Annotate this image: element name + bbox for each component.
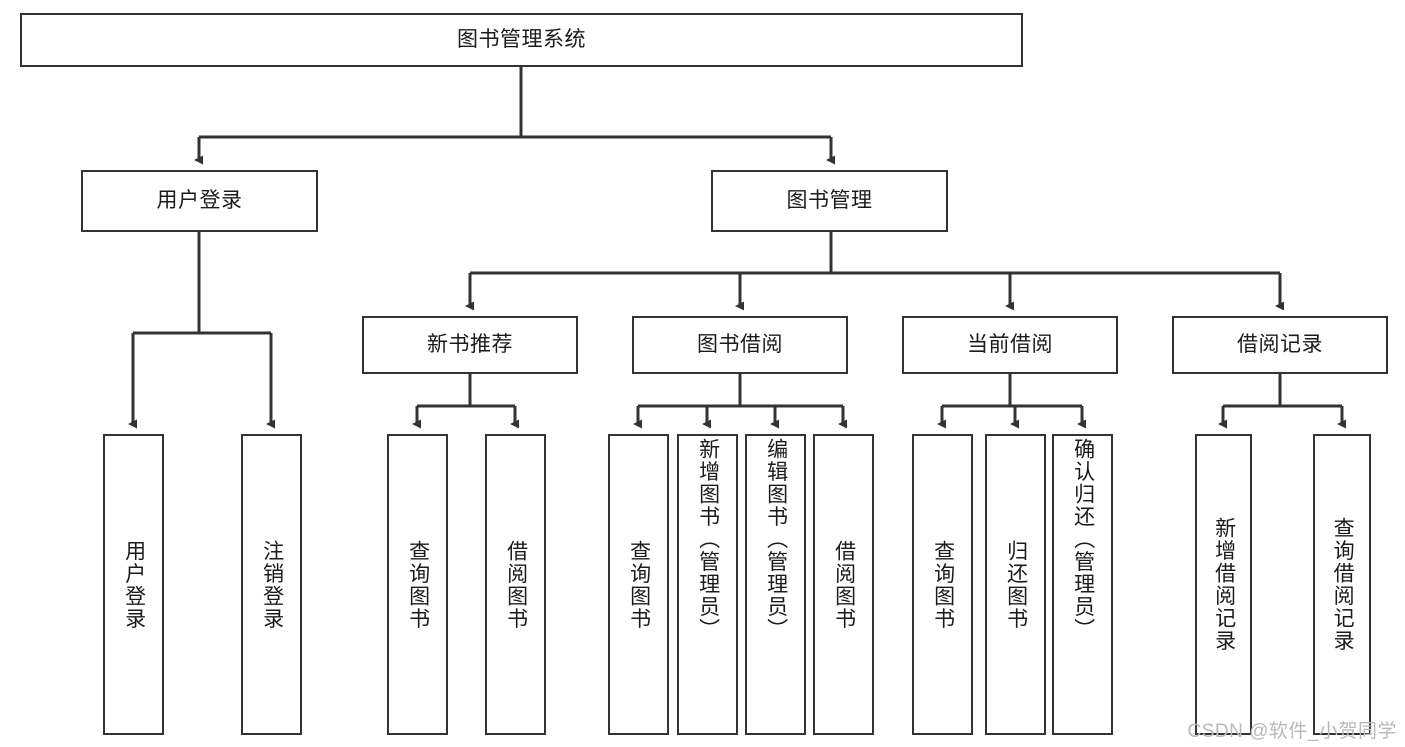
- node-leaf-edit-book[interactable]: 编辑图书（管理员）: [745, 434, 806, 735]
- node-leaf-confirm-return[interactable]: 确认归还（管理员）: [1052, 434, 1113, 735]
- node-leaf-borrow-book-1-label: 借阅图书: [504, 539, 528, 630]
- node-book-manage[interactable]: 图书管理: [711, 170, 948, 232]
- node-leaf-add-record-label: 新增借阅记录: [1212, 517, 1236, 652]
- csdn-watermark: CSDN @软件_小贺同学: [1187, 721, 1397, 742]
- node-new-book-rec[interactable]: 新书推荐: [362, 316, 578, 374]
- node-user-login[interactable]: 用户登录: [81, 170, 318, 232]
- node-leaf-borrow-book-2-label: 借阅图书: [832, 539, 856, 630]
- node-leaf-borrow-book-2[interactable]: 借阅图书: [813, 434, 874, 735]
- node-book-borrow[interactable]: 图书借阅: [632, 316, 848, 374]
- node-user-login-label: 用户登录: [156, 188, 243, 212]
- node-current-borrow-label: 当前借阅: [967, 332, 1053, 356]
- node-leaf-return-book-label: 归还图书: [1004, 539, 1028, 630]
- node-leaf-query-book-3[interactable]: 查询图书: [912, 434, 973, 735]
- node-leaf-query-book-2-label: 查询图书: [627, 539, 651, 630]
- node-leaf-add-book-label: 新增图书（管理员）: [696, 438, 720, 641]
- node-leaf-query-book-2[interactable]: 查询图书: [608, 434, 669, 735]
- node-leaf-confirm-return-label: 确认归还（管理员）: [1071, 438, 1095, 641]
- node-borrow-record-label: 借阅记录: [1237, 332, 1323, 356]
- node-leaf-query-book-3-label: 查询图书: [931, 539, 955, 630]
- node-book-borrow-label: 图书借阅: [697, 332, 783, 356]
- node-leaf-user-login[interactable]: 用户登录: [103, 434, 164, 735]
- node-root[interactable]: 图书管理系统: [20, 13, 1023, 67]
- node-leaf-query-book-1-label: 查询图书: [406, 539, 430, 630]
- node-leaf-query-book-1[interactable]: 查询图书: [387, 434, 448, 735]
- node-borrow-record[interactable]: 借阅记录: [1172, 316, 1388, 374]
- node-current-borrow[interactable]: 当前借阅: [902, 316, 1118, 374]
- node-leaf-edit-book-label: 编辑图书（管理员）: [764, 438, 788, 641]
- node-leaf-query-record-label: 查询借阅记录: [1331, 517, 1355, 652]
- node-leaf-borrow-book-1[interactable]: 借阅图书: [485, 434, 546, 735]
- node-leaf-user-login-label: 用户登录: [122, 539, 146, 630]
- node-book-manage-label: 图书管理: [786, 188, 873, 212]
- node-leaf-user-logout-label: 注销登录: [260, 539, 284, 630]
- node-root-label: 图书管理系统: [457, 27, 586, 51]
- node-leaf-user-logout[interactable]: 注销登录: [241, 434, 302, 735]
- node-leaf-return-book[interactable]: 归还图书: [985, 434, 1046, 735]
- node-leaf-add-book[interactable]: 新增图书（管理员）: [677, 434, 738, 735]
- node-leaf-query-record[interactable]: 查询借阅记录: [1313, 434, 1371, 735]
- node-new-book-rec-label: 新书推荐: [427, 332, 513, 356]
- node-leaf-add-record[interactable]: 新增借阅记录: [1195, 434, 1252, 735]
